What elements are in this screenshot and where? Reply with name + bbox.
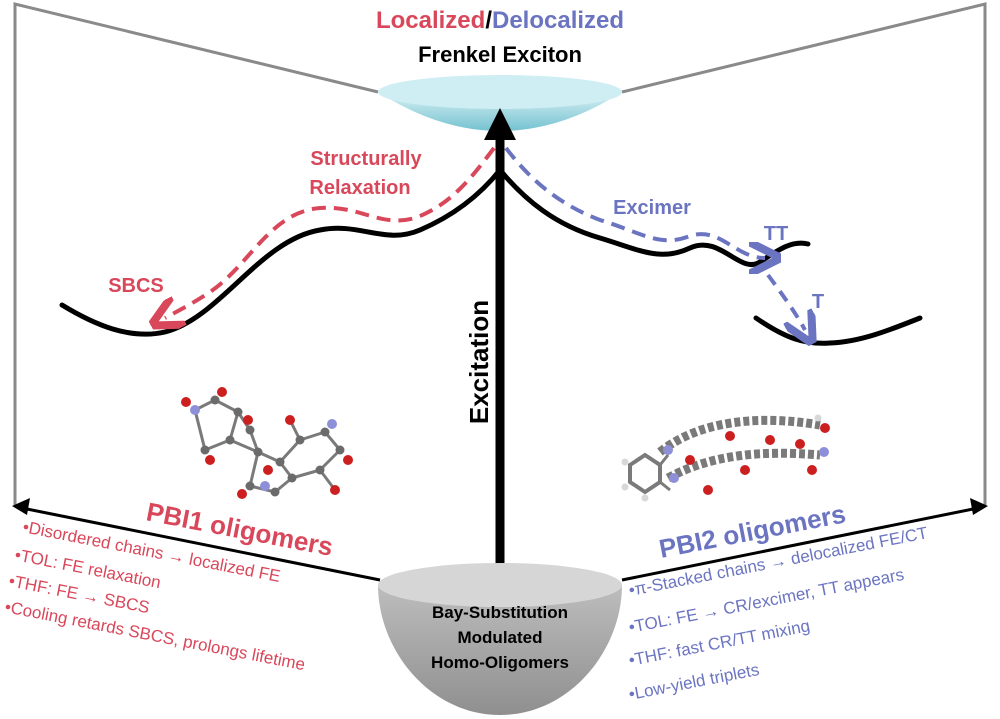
relaxation-label-line1: Structurally [310,148,422,170]
bowl-line-2: Modulated [458,628,543,647]
delocalized-label: Delocalized [492,7,624,34]
bowl-line-3: Homo-Oligomers [431,653,569,672]
bowl-line-1: Bay-Substitution [432,603,568,622]
floor-left [12,498,381,582]
excimer-label: Excimer [613,197,691,219]
slash-label: / [485,7,492,34]
tt-label: TT [764,223,788,245]
sbcs-label: SBCS [108,275,164,297]
frenkel-exciton-title: Frenkel Exciton [418,42,582,67]
pbi1-note-4: •Cooling retards SBCS, prolongs lifetime [3,597,306,674]
triplet-label: T [812,291,824,313]
pbi1-molecule-image [181,387,353,499]
pbi2-molecule-image [621,414,830,502]
oligomer-bowl [378,563,622,715]
relaxation-path [165,146,496,318]
excimer-path [504,146,765,258]
frame [13,2,987,505]
relaxation-label-line2: Relaxation [309,177,410,199]
excitation-arrow [484,108,516,575]
localized-label: Localized [376,7,485,34]
floor-right [621,498,988,582]
triplet-path [766,273,805,330]
excitation-label: Excitation [464,300,494,424]
energy-curve-triplet [753,315,923,346]
header-line: Localized/Delocalized [376,7,624,34]
energy-curve-left [59,167,503,337]
